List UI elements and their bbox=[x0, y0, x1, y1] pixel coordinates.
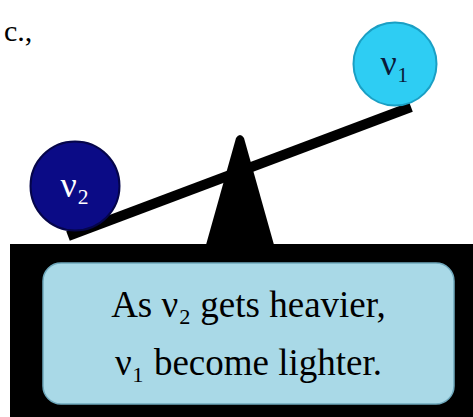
circle-shape bbox=[354, 23, 437, 106]
particle-symbol: ν₂ bbox=[61, 166, 90, 206]
caption-text: As ν₂ gets heavier, ν₁ become lighter. bbox=[100, 276, 398, 391]
fulcrum bbox=[204, 135, 276, 252]
cut-text: c., bbox=[4, 14, 32, 48]
box-outline bbox=[42, 262, 455, 405]
particle-symbol: ν₁ bbox=[381, 44, 410, 84]
caption-box: As ν₂ gets heavier, ν₁ become lighter. bbox=[42, 262, 455, 405]
black-base bbox=[10, 244, 473, 417]
particle-circle: ν₂ bbox=[29, 140, 121, 232]
circle-shape bbox=[31, 142, 120, 231]
box-shape bbox=[43, 263, 454, 404]
particle-circle: ν₁ bbox=[352, 21, 438, 107]
seesaw-beam bbox=[68, 107, 411, 236]
